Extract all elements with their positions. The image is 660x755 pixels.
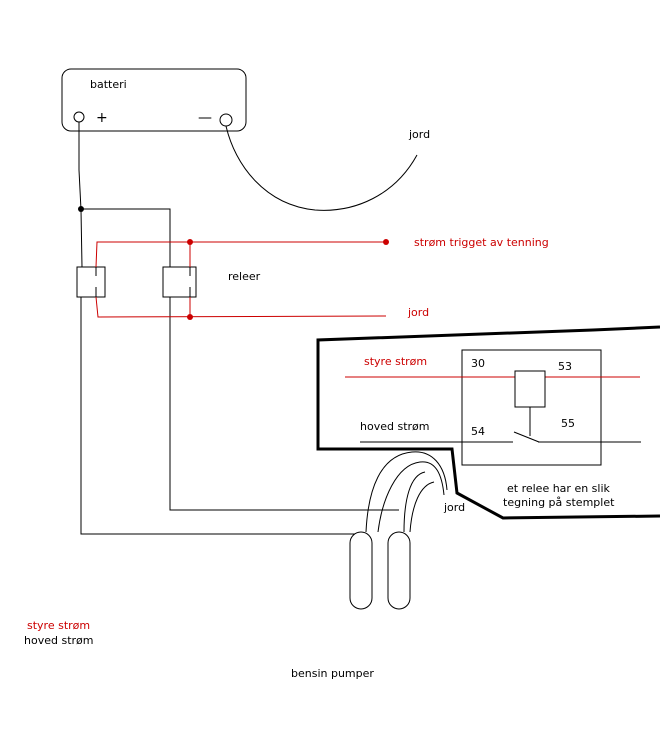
trigger-end-dot [383, 239, 389, 245]
legend-control-current: styre strøm [27, 619, 90, 632]
battery-ground-wire [225, 125, 418, 211]
relay-switch-contact [513, 431, 540, 443]
relay-callout-outline [316, 325, 660, 520]
minus-sign: — [198, 110, 212, 126]
ground-label-mid: jord [407, 306, 429, 319]
pump-ground-wire-1 [365, 451, 448, 533]
terminal-30: 30 [471, 357, 485, 370]
ground-label-top: jord [408, 128, 430, 141]
main-current-label: hoved strøm [360, 420, 429, 433]
relay-2-output-wire [169, 297, 399, 511]
ignition-trigger-label: strøm trigget av tenning [414, 236, 549, 249]
terminal-54: 54 [471, 425, 485, 438]
trigger-junction-dot [187, 239, 193, 245]
terminal-55: 55 [561, 417, 575, 430]
relay-1 [76, 266, 106, 298]
relay-note-line-2: tegning på stemplet [503, 496, 615, 509]
control-current-label: styre strøm [364, 355, 427, 368]
relay-schematic-box [461, 349, 602, 466]
battery-positive-wire [78, 122, 83, 268]
relay-1-output-wire [80, 297, 360, 535]
relay-ground-wire [95, 296, 387, 318]
battery-box [61, 68, 247, 132]
relay-coil [514, 370, 546, 408]
relay-note-line-1: et relee har en slik [507, 482, 611, 495]
feed-to-relay-2 [81, 208, 171, 267]
pump-ground-wire-3 [403, 471, 426, 533]
legend-main-current: hoved strøm [24, 634, 93, 647]
battery-label: batteri [90, 78, 127, 91]
plus-sign: + [96, 110, 108, 126]
ground-label-pumps: jord [443, 501, 465, 514]
fuel-pumps-label: bensin pumper [291, 667, 374, 680]
pump-ground-wire-4 [409, 481, 435, 533]
positive-terminal [73, 111, 85, 123]
terminal-53: 53 [558, 360, 572, 373]
relays-label: releer [228, 270, 261, 283]
negative-terminal [219, 113, 233, 127]
fuel-pump-1 [349, 531, 373, 610]
fuel-pump-2 [387, 531, 411, 610]
relay-2 [162, 266, 197, 298]
ignition-trigger-wire [95, 241, 386, 268]
pump-ground-wire-2 [377, 461, 445, 533]
ground-junction-dot [187, 314, 193, 320]
